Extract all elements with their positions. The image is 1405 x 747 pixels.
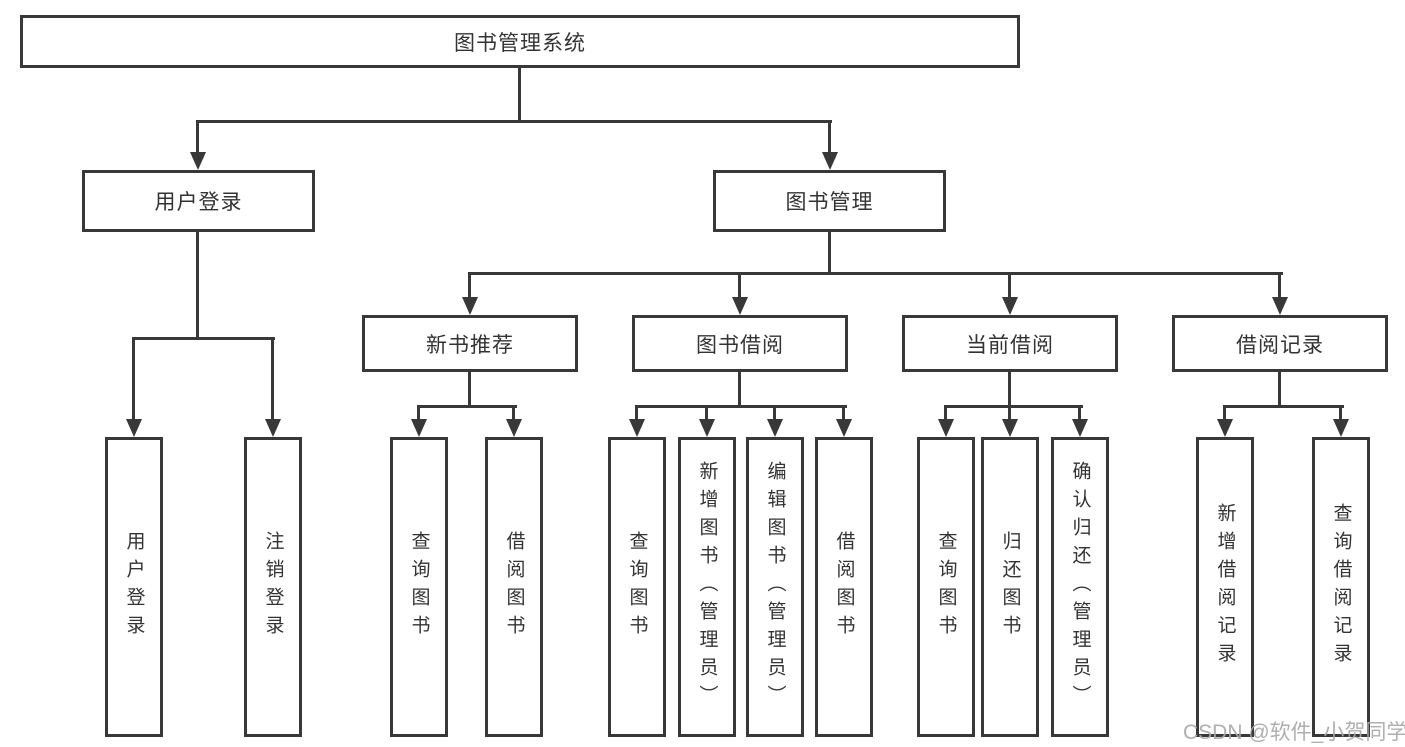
arrowhead-current-borrow <box>1002 297 1018 315</box>
connector-stem-bb-edit <box>773 405 776 421</box>
connector-stem-br-add <box>1223 405 1226 421</box>
leaf-current-query-books: 查询图书 <box>917 437 975 737</box>
connector-current-borrow-split <box>944 405 1083 408</box>
arrowhead-book-borrow <box>732 297 748 315</box>
connector-stem-cb-return <box>1008 405 1011 421</box>
leaf-borrow-add-books-admin-label: 新增图书（管理员） <box>696 461 718 713</box>
node-book-management-label: 图书管理 <box>785 191 874 214</box>
arrowhead-leaf-logout <box>265 419 281 437</box>
leaf-borrow-query-books: 查询图书 <box>608 437 666 737</box>
arrowhead-bb-borrow <box>836 419 852 437</box>
connector-stem-leaf-user-login <box>132 337 135 421</box>
arrowhead-cb-confirm <box>1072 419 1088 437</box>
leaf-logout: 注销登录 <box>244 437 302 737</box>
connector-root-trunk <box>518 68 521 120</box>
connector-stem-cb-confirm <box>1078 405 1081 421</box>
connector-stem-borrow-records <box>1278 272 1281 300</box>
leaf-records-query-record: 查询借阅记录 <box>1312 437 1370 737</box>
connector-new-book-split <box>417 405 517 408</box>
connector-book-borrow-split <box>635 405 847 408</box>
connector-user-login-down <box>196 232 199 337</box>
node-book-borrow-label: 图书借阅 <box>696 333 784 357</box>
leaf-recommend-borrow-books: 借阅图书 <box>485 437 543 737</box>
leaf-current-confirm-return-admin: 确认归还（管理员） <box>1051 437 1109 737</box>
node-new-book-recommend-label: 新书推荐 <box>426 333 514 357</box>
connector-stem-book-borrow <box>738 272 741 300</box>
arrowhead-borrow-records <box>1272 297 1288 315</box>
node-root-label: 图书管理系统 <box>454 31 586 55</box>
connector-book-management-down <box>828 232 831 275</box>
arrowhead-rec-query <box>411 419 427 437</box>
arrowhead-br-add <box>1217 419 1233 437</box>
connector-stem-bb-borrow <box>842 405 845 421</box>
leaf-current-return-books: 归还图书 <box>981 437 1039 737</box>
connector-stem-rec-query <box>417 405 420 421</box>
connector-level3-split <box>468 272 1283 275</box>
leaf-records-add-record: 新增借阅记录 <box>1196 437 1254 737</box>
leaf-records-add-record-label: 新增借阅记录 <box>1214 503 1236 671</box>
leaf-records-query-record-label: 查询借阅记录 <box>1330 503 1352 671</box>
leaf-recommend-query-books-label: 查询图书 <box>408 531 430 643</box>
leaf-recommend-query-books: 查询图书 <box>390 437 448 737</box>
connector-stem-user-login <box>196 120 199 154</box>
leaf-borrow-edit-books-admin: 编辑图书（管理员） <box>746 437 804 737</box>
leaf-recommend-borrow-books-label: 借阅图书 <box>503 531 525 643</box>
arrowhead-bb-query <box>629 419 645 437</box>
leaf-borrow-edit-books-admin-label: 编辑图书（管理员） <box>764 461 786 713</box>
arrowhead-br-query <box>1333 419 1349 437</box>
leaf-logout-label: 注销登录 <box>262 531 284 643</box>
csdn-watermark: CSDN @软件_小贺同学 <box>1183 721 1405 744</box>
leaf-current-return-books-label: 归还图书 <box>999 531 1021 643</box>
arrowhead-cb-return <box>1002 419 1018 437</box>
connector-current-borrow-down <box>1008 372 1011 408</box>
connector-book-borrow-down <box>738 372 741 408</box>
connector-level2-split <box>196 120 832 123</box>
node-user-login-label: 用户登录 <box>154 191 243 214</box>
connector-stem-new-book <box>468 272 471 300</box>
leaf-borrow-borrow-books: 借阅图书 <box>815 437 873 737</box>
arrowhead-cb-query <box>938 419 954 437</box>
arrowhead-user-login <box>190 152 206 170</box>
arrowhead-book-management <box>822 152 838 170</box>
connector-user-login-split <box>132 337 275 340</box>
connector-stem-bb-add <box>705 405 708 421</box>
node-new-book-recommend: 新书推荐 <box>362 315 578 372</box>
connector-stem-book-management <box>828 120 831 154</box>
connector-new-book-down <box>468 372 471 408</box>
connector-borrow-records-split <box>1223 405 1344 408</box>
node-current-borrow: 当前借阅 <box>902 315 1118 372</box>
leaf-borrow-query-books-label: 查询图书 <box>626 531 648 643</box>
leaf-borrow-add-books-admin: 新增图书（管理员） <box>678 437 736 737</box>
node-root: 图书管理系统 <box>20 15 1020 68</box>
connector-stem-bb-query <box>635 405 638 421</box>
connector-stem-current-borrow <box>1008 272 1011 300</box>
connector-stem-br-query <box>1339 405 1342 421</box>
node-user-login: 用户登录 <box>82 170 315 232</box>
connector-borrow-records-down <box>1278 372 1281 408</box>
connector-stem-rec-borrow <box>512 405 515 421</box>
arrowhead-new-book <box>462 297 478 315</box>
leaf-current-query-books-label: 查询图书 <box>935 531 957 643</box>
leaf-user-login-label: 用户登录 <box>123 531 145 643</box>
node-book-borrow: 图书借阅 <box>632 315 848 372</box>
node-borrow-records: 借阅记录 <box>1172 315 1388 372</box>
arrowhead-bb-edit <box>767 419 783 437</box>
leaf-borrow-borrow-books-label: 借阅图书 <box>833 531 855 643</box>
node-book-management: 图书管理 <box>713 170 946 232</box>
arrowhead-leaf-user-login <box>126 419 142 437</box>
connector-stem-cb-query <box>944 405 947 421</box>
leaf-user-login: 用户登录 <box>105 437 163 737</box>
node-borrow-records-label: 借阅记录 <box>1236 333 1324 357</box>
connector-stem-leaf-logout <box>271 337 274 421</box>
arrowhead-bb-add <box>699 419 715 437</box>
arrowhead-rec-borrow <box>506 419 522 437</box>
node-current-borrow-label: 当前借阅 <box>966 333 1054 357</box>
leaf-current-confirm-return-admin-label: 确认归还（管理员） <box>1069 461 1091 713</box>
